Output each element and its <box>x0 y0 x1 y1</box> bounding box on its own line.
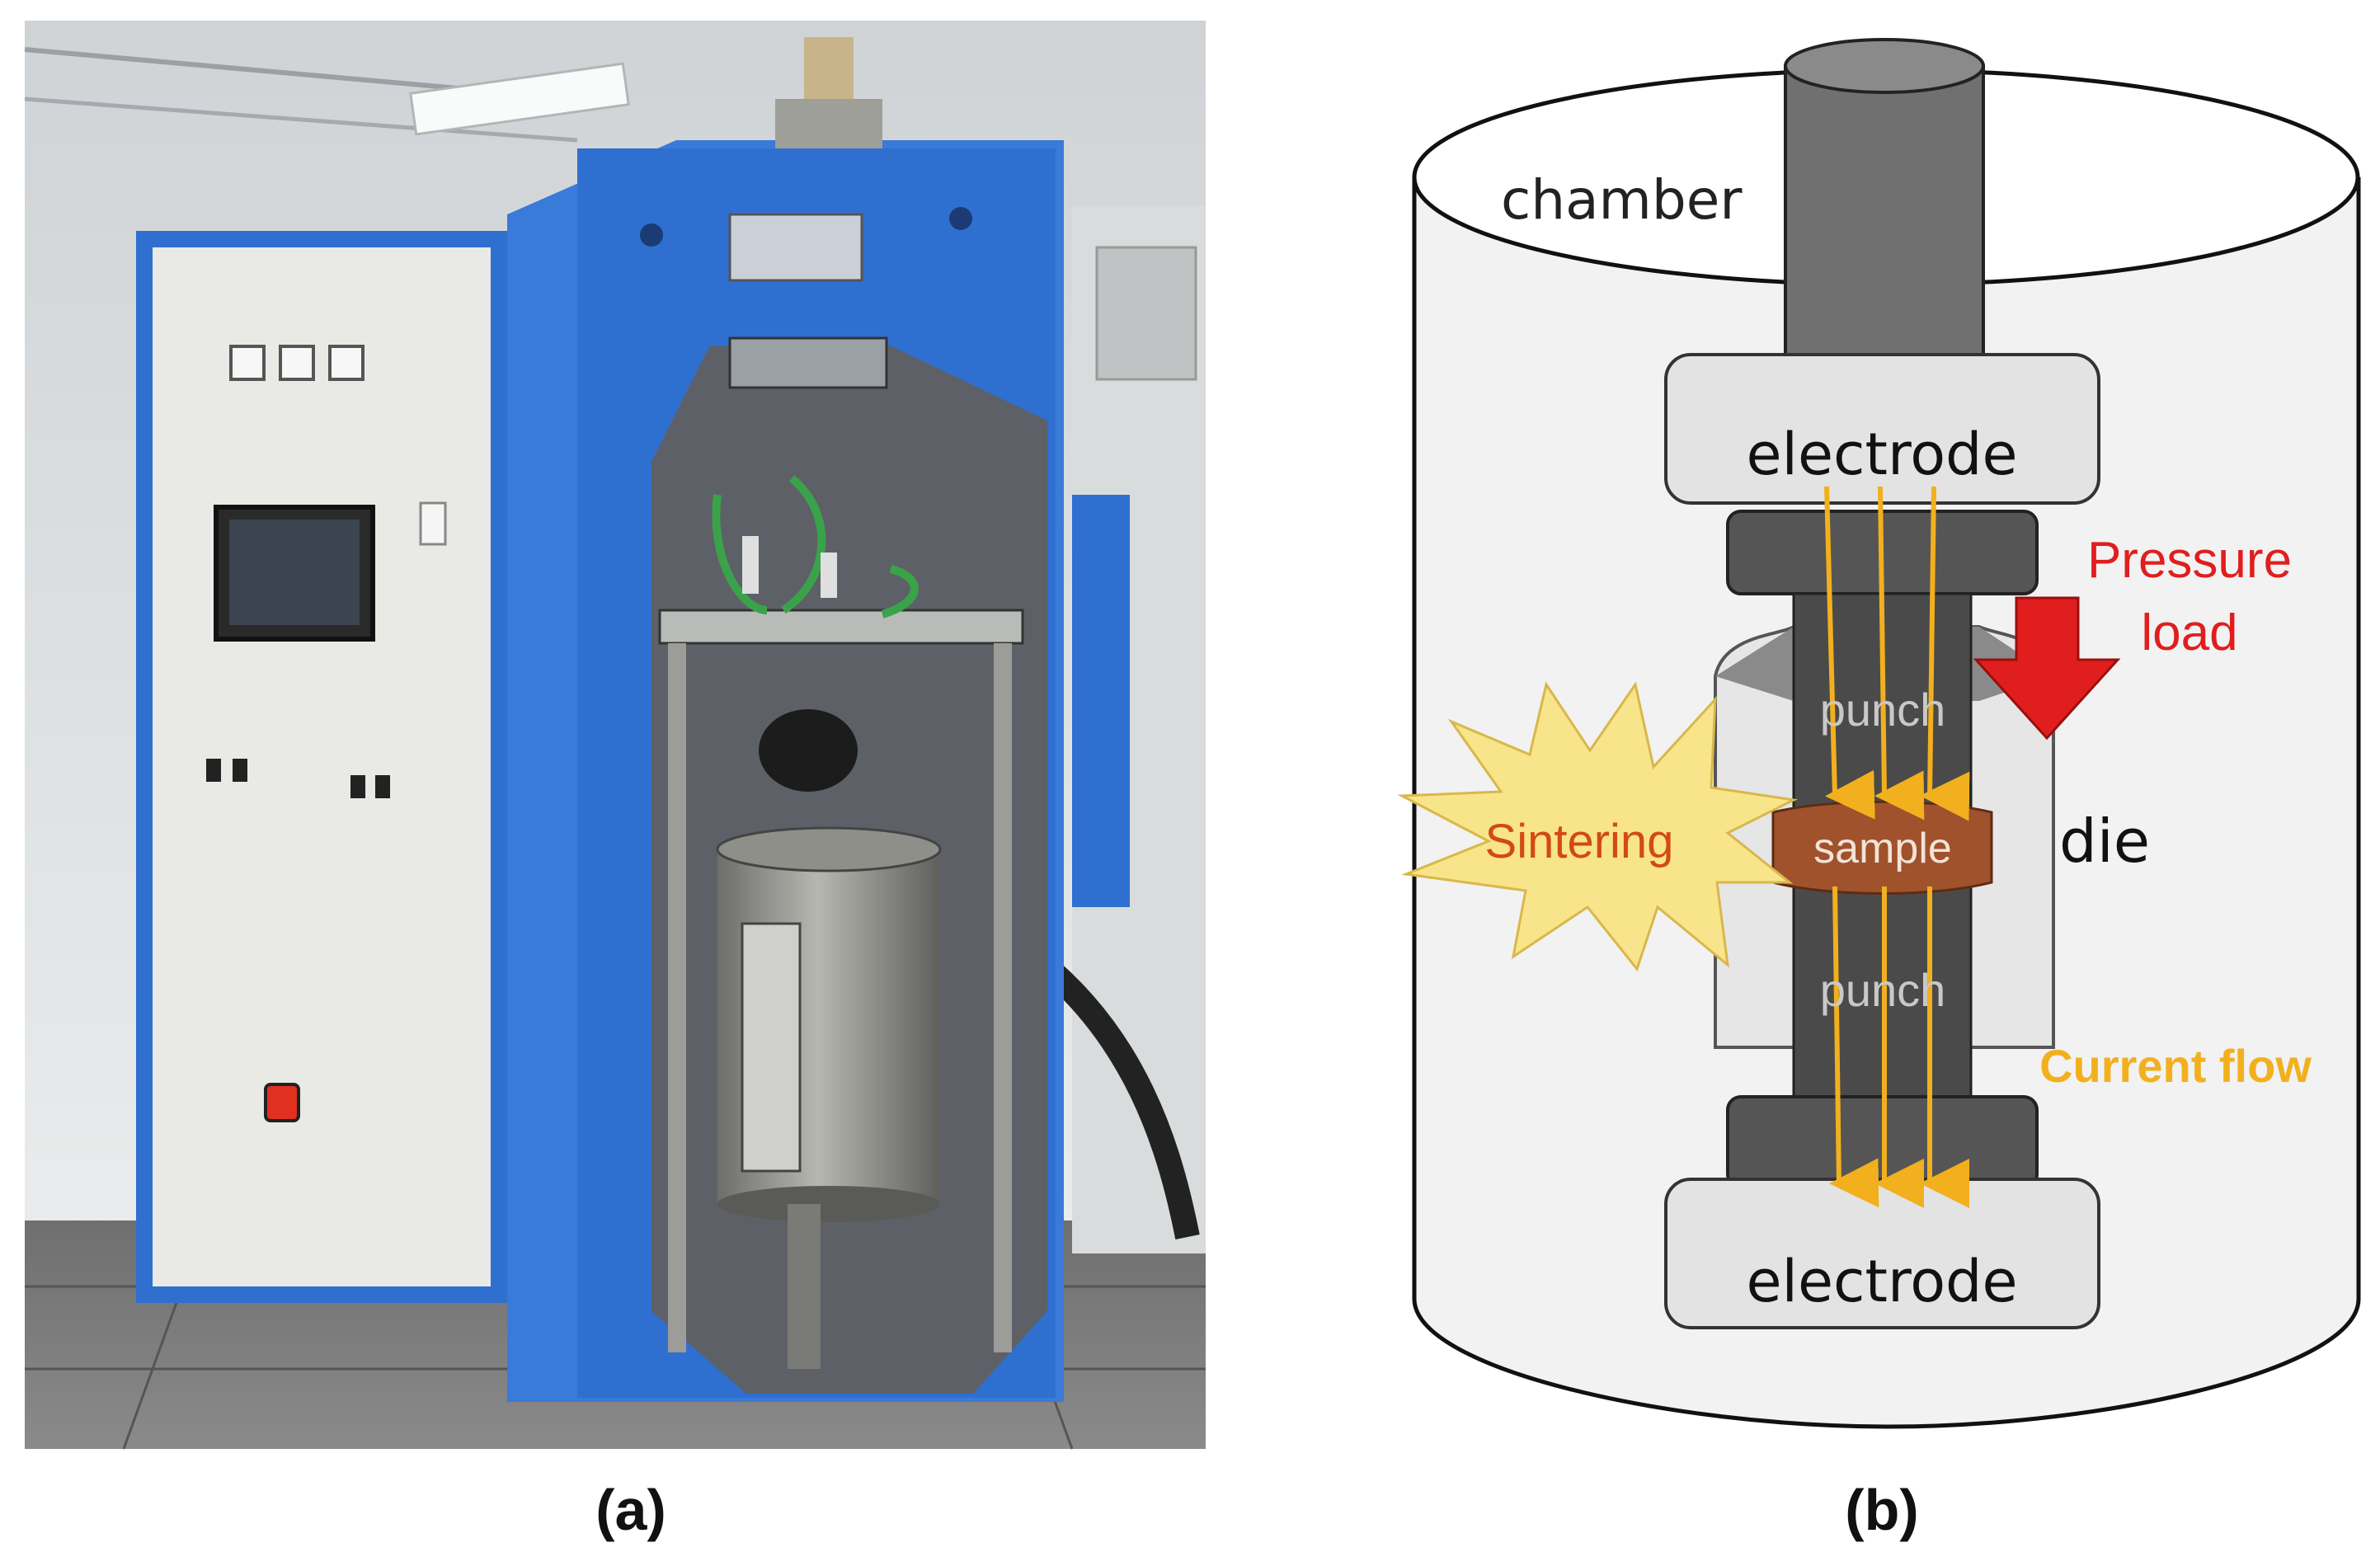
panel-a-photo <box>24 21 1206 1450</box>
bottom-punch-label: punch <box>1820 964 1946 1016</box>
sintering-starburst <box>1397 681 1798 972</box>
top-electrode-label: electrode <box>1746 421 2017 488</box>
chamber-label: chamber <box>1501 168 1743 232</box>
current-flow-arrows <box>1824 486 1970 1208</box>
sample-label: sample <box>1813 825 1952 872</box>
sintering-label: Sintering <box>1485 815 1674 868</box>
top-rod <box>1784 64 1985 360</box>
current-arrow-top-3 <box>1920 486 1970 821</box>
panel-b-label: (b) <box>1845 1478 1918 1542</box>
panel-b-schematic <box>1397 38 2361 1429</box>
panel-a-label: (a) <box>595 1478 666 1542</box>
current-arrow-top-2 <box>1874 486 1925 821</box>
current-arrow-top-1 <box>1824 486 1875 820</box>
bottom-electrode-label: electrode <box>1746 1248 2017 1315</box>
pressure-label-line2: load <box>2141 604 2237 661</box>
current-arrow-bottom-1 <box>1829 886 1879 1208</box>
top-punch-label: punch <box>1820 684 1946 736</box>
pressure-arrow <box>1973 596 2121 741</box>
pressure-label-line1: Pressure <box>2087 532 2292 589</box>
die-label: die <box>2059 807 2150 876</box>
current-flow-label: Current flow <box>2039 1040 2312 1092</box>
